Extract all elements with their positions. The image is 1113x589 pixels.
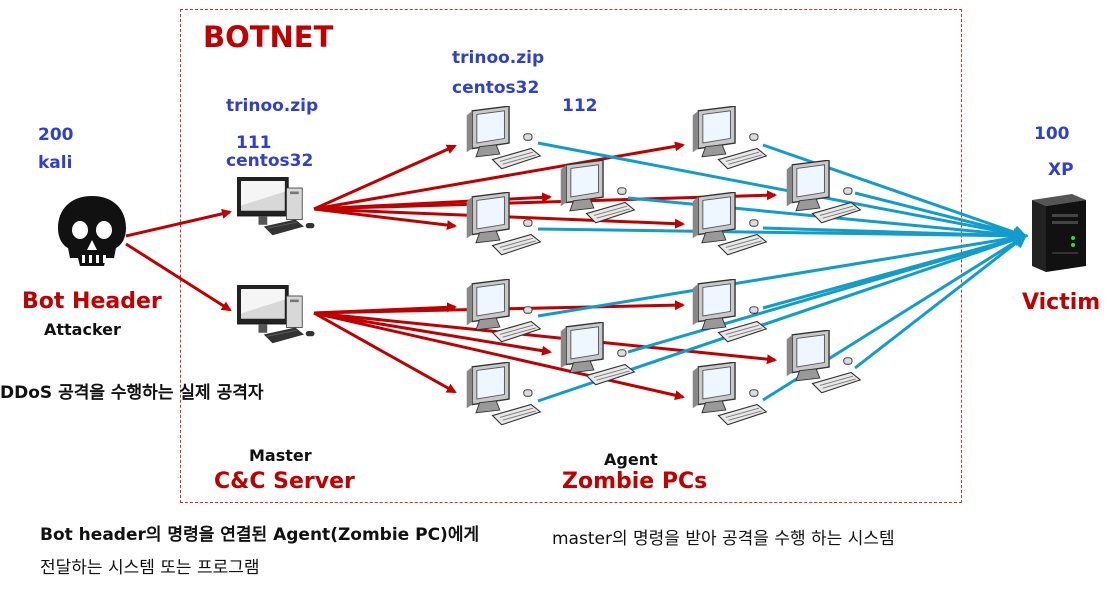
agent-description: master의 명령을 받아 공격을 수행 하는 시스템: [552, 529, 895, 549]
zombie-pc-icon: [466, 362, 542, 426]
zombie-pc-icon: [692, 362, 768, 426]
attacker-os: kali: [38, 153, 73, 173]
zombie-pc-icon: [466, 279, 542, 343]
server-icon: [1032, 194, 1086, 272]
agent-label: Agent: [604, 450, 658, 469]
attacker-role: Bot Header: [22, 289, 162, 314]
victim-number: 100: [1034, 124, 1070, 144]
master-description-line2: 전달하는 시스템 또는 프로그램: [40, 558, 260, 578]
zombie-pc-icon: [692, 106, 768, 170]
master-number: 111: [236, 133, 272, 153]
attacker-description: DDoS 공격을 수행하는 실제 공격자: [0, 383, 264, 403]
attacker-sub: Attacker: [44, 320, 121, 339]
master-role: C&C Server: [214, 469, 355, 494]
master-file: trinoo.zip: [226, 96, 319, 116]
zombie-pc-icon: [786, 330, 862, 394]
master-label: Master: [249, 446, 312, 465]
master-os: centos32: [226, 151, 314, 171]
agent-role: Zombie PCs: [562, 469, 708, 494]
agent-file: trinoo.zip: [452, 48, 545, 68]
victim-os: XP: [1048, 160, 1074, 180]
skull-icon: [58, 196, 126, 266]
attacker-number: 200: [38, 125, 74, 145]
agent-os: centos32: [452, 78, 540, 98]
botnet-title: BOTNET: [203, 20, 334, 54]
zombie-pc-icon: [560, 160, 636, 224]
victim-role: Victim: [1022, 290, 1101, 315]
agent-number: 112: [562, 96, 598, 116]
zombie-pc-icon: [560, 322, 636, 386]
master-computer-icon: [237, 177, 315, 236]
zombie-pc-icon: [692, 192, 768, 256]
zombie-pc-icon: [466, 106, 542, 170]
master-computer-icon: [237, 285, 315, 344]
zombie-pc-icon: [692, 279, 768, 343]
master-description-line1: Bot header의 명령을 연결된 Agent(Zombie PC)에게: [40, 525, 480, 545]
